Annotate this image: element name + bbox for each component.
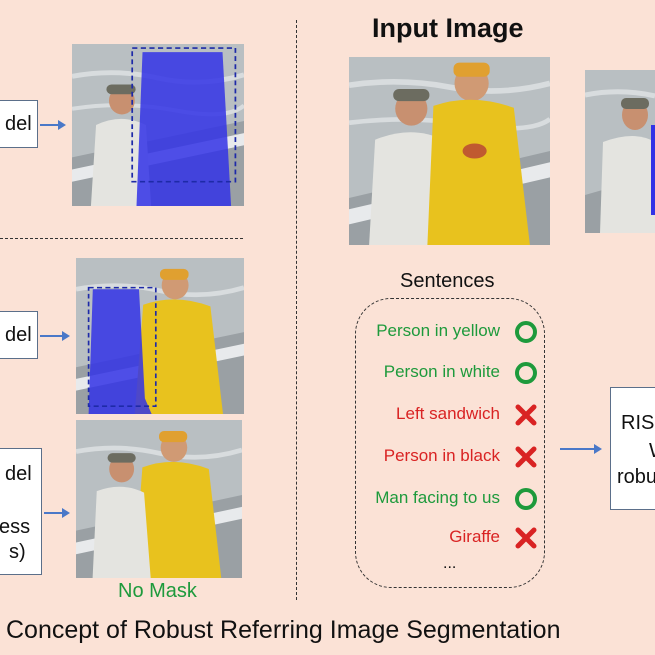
model-box-3-line-2: ess xyxy=(0,516,31,538)
sentence-item: Person in black xyxy=(356,442,546,472)
cross-icon xyxy=(515,446,537,468)
horizontal-divider xyxy=(0,238,243,239)
result-photo-3 xyxy=(76,420,242,578)
arrow-to-ris xyxy=(560,445,602,453)
sentence-text: Person in yellow xyxy=(376,321,500,340)
cross-icon xyxy=(515,404,537,426)
no-mask-label: No Mask xyxy=(118,580,197,602)
input-image-title: Input Image xyxy=(372,13,524,43)
model-box-3: del ess s) xyxy=(0,448,42,575)
sentence-item: Giraffe xyxy=(356,523,546,553)
figure-caption: Concept of Robust Referring Image Segmen… xyxy=(6,616,561,644)
check-circle-icon xyxy=(515,321,537,343)
sentences-title: Sentences xyxy=(400,270,495,292)
ris-box-line-1: RIS xyxy=(621,412,655,434)
vertical-divider xyxy=(296,20,297,600)
output-photo-partial xyxy=(585,70,655,233)
ris-box-line-3: robu xyxy=(617,466,655,488)
check-circle-icon xyxy=(515,362,537,384)
arrow-1 xyxy=(40,121,66,129)
sentence-item: Man facing to us xyxy=(356,484,546,514)
model-box-3-line-1: del xyxy=(5,463,32,485)
sentence-item: Person in white xyxy=(356,358,546,388)
sentence-item: Person in yellow xyxy=(356,317,546,347)
model-box-1-text: del xyxy=(5,113,32,135)
result-photo-1 xyxy=(72,44,244,206)
ris-model-box: RIS W robu xyxy=(610,387,655,510)
model-box-2: del xyxy=(0,311,38,359)
ris-box-line-2: W xyxy=(649,440,655,463)
sentence-item: Left sandwich xyxy=(356,400,546,430)
sentence-text: Person in black xyxy=(383,446,500,465)
arrow-2 xyxy=(40,332,70,340)
sentences-ellipsis: ... xyxy=(443,555,457,572)
model-box-3-line-3: s) xyxy=(9,541,26,563)
sentence-text: Man facing to us xyxy=(375,488,500,507)
check-circle-icon xyxy=(515,488,537,510)
input-photo xyxy=(349,57,550,245)
cross-icon xyxy=(515,527,537,549)
result-photo-2 xyxy=(76,258,244,414)
model-box-1: del xyxy=(0,100,38,148)
sentence-text: Giraffe xyxy=(449,527,500,546)
model-box-2-text: del xyxy=(5,324,32,346)
arrow-3 xyxy=(44,509,70,517)
sentence-text: Left sandwich xyxy=(396,404,500,423)
sentence-text: Person in white xyxy=(383,362,500,381)
